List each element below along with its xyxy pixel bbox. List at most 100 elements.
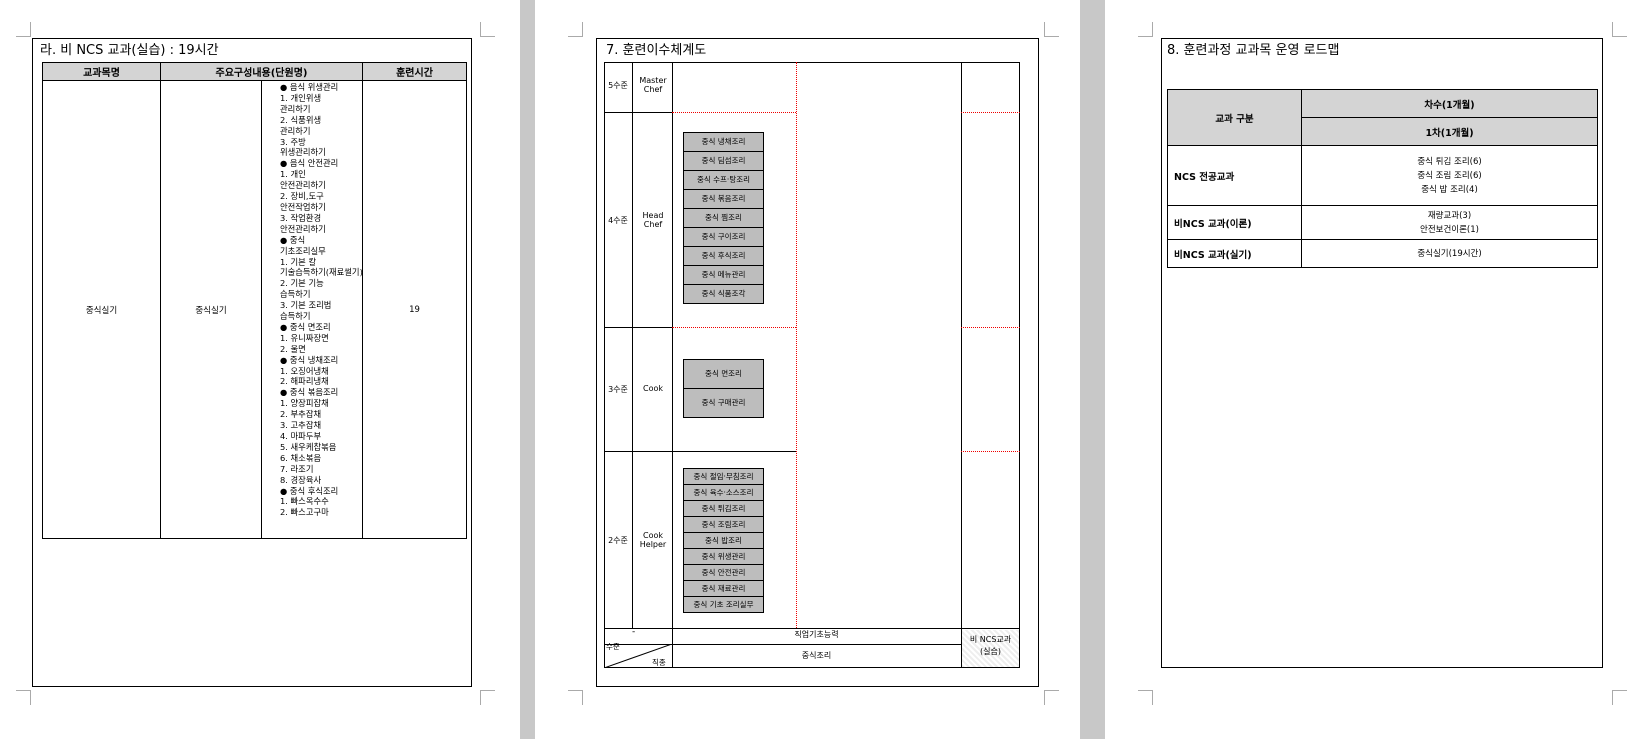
dotted-divider (672, 112, 796, 113)
crop-mark (1612, 690, 1627, 705)
module-box: 중식 볶음조리 (684, 190, 763, 209)
items-cell: 재량교과(3) 안전보건이론(1) (1301, 205, 1598, 240)
module-box: 중식 딤섬조리 (684, 152, 763, 171)
unit-line: 2. 울면 (280, 343, 306, 354)
document-page-2 (535, 0, 1080, 739)
crop-mark (1612, 22, 1627, 37)
level-5-job: Master Chef (639, 76, 667, 94)
footer-level-label: 수준 (606, 642, 620, 651)
footer-non-ncs-line1: 비 NCS교과 (969, 635, 1012, 644)
category-cell: NCS 전공교과 (1167, 145, 1302, 206)
header-hours: 훈련시간 (362, 62, 468, 81)
page-frame (32, 38, 472, 687)
grid-line (672, 644, 1020, 645)
module-box: 중식 절임·무침조리 (684, 469, 763, 485)
unit-line: 8. 경장육사 (280, 474, 322, 485)
unit-line: 5. 새우케찹볶음 (280, 441, 337, 452)
unit-line: 습득하기 (280, 311, 311, 322)
unit-line: 관리하기 (280, 125, 311, 136)
footer-non-ncs-line2: (실습) (980, 647, 1001, 656)
non-ncs-practice-table: 교과목명 주요구성내용(단원명) 훈련시간 중식실기 중식실기 ● 음식 위생관… (42, 62, 468, 539)
course-item: 중식실기(19시간) (1417, 248, 1482, 259)
course-item: 중식 튀김 조리(6) (1417, 156, 1482, 167)
unit-line: ● 중식 (280, 234, 306, 245)
unit-line: ● 음식 안전관리 (280, 158, 339, 169)
unit-line: 2. 해파리냉채 (280, 376, 329, 387)
unit-line: 1. 개인위생 (280, 92, 322, 103)
unit-line: 1. 오징어냉채 (280, 365, 329, 376)
module-box: 중식 위생관리 (684, 549, 763, 565)
unit-line: 3. 작업환경 (280, 212, 322, 223)
level-4-job: Head Chef (642, 211, 664, 229)
level-3-label: 3수준 (608, 385, 628, 394)
module-box: 중식 식품조각 (701, 289, 746, 298)
module-box: 중식 구매관리 (701, 398, 746, 407)
module-box: 중식 육수·소스조리 (684, 485, 763, 501)
module-box: 중식 안전관리 (684, 565, 763, 581)
crop-mark (1044, 22, 1059, 37)
course-item: 안전보건이론(1) (1420, 224, 1479, 235)
header-subject: 교과목명 (42, 62, 161, 81)
unit-line: 기술습득하기(재료썰기) (280, 267, 363, 278)
module-box: 중식 수프·탕조리 (684, 171, 763, 190)
course-item: 재량교과(3) (1427, 210, 1472, 221)
unit-line: 1. 기본 칼 (280, 256, 317, 267)
crop-mark (1138, 690, 1153, 705)
unit-line: 1. 빠스옥수수 (280, 496, 329, 507)
footer-diagonal (604, 644, 672, 668)
grid-line (604, 644, 672, 645)
dotted-divider (672, 327, 796, 328)
unit-line: 3. 고추잡채 (280, 420, 322, 431)
level-2-label: 2수준 (608, 536, 628, 545)
dotted-divider (961, 327, 1020, 328)
unit-line: 2. 식품위생 (280, 114, 322, 125)
crop-mark (16, 22, 31, 37)
unit-name-cell: 중식실기 (160, 80, 262, 539)
footer-job-label: 직종 (652, 658, 666, 667)
header-content: 주요구성내용(단원명) (159, 62, 364, 81)
grid-line (604, 327, 672, 328)
unit-line: 3. 주방 (280, 136, 306, 147)
module-box: 중식 튀김조리 (684, 501, 763, 517)
subject-cell: 중식실기 (42, 80, 161, 539)
module-box: 중식 찜조리 (684, 209, 763, 228)
crop-mark (16, 690, 31, 705)
unit-line: 2. 장비,도구 (280, 191, 324, 202)
unit-line: 1. 개인 (280, 169, 306, 180)
unit-line: ● 중식 후식조리 (280, 485, 339, 496)
crop-mark (480, 22, 495, 37)
grid-line (604, 112, 672, 113)
unit-line: ● 음식 위생관리 (280, 82, 339, 92)
dotted-divider (961, 451, 1020, 452)
header-category: 교과 구분 (1167, 89, 1302, 146)
table-row: 비NCS 교과(실기)중식실기(19시간) (1167, 239, 1598, 268)
header-first-round: 1차(1개월) (1301, 117, 1598, 146)
unit-line: 습득하기 (280, 289, 311, 300)
page-frame (596, 38, 1039, 687)
dotted-divider (961, 112, 1020, 113)
section-title: 8. 훈련과정 교과목 운영 로드맵 (1167, 43, 1340, 58)
items-cell: 중식 튀김 조리(6)중식 조림 조리(6)중식 밥 조리(4) (1301, 145, 1598, 206)
unit-line: 1. 유니짜장면 (280, 332, 329, 343)
unit-line: 안전관리하기 (280, 180, 326, 191)
module-box: 중식 후식조리 (684, 247, 763, 266)
grid-line (961, 62, 962, 668)
level-5-label: 5수준 (608, 81, 628, 90)
footer-dash: - (632, 627, 636, 637)
module-box: 중식 메뉴관리 (684, 266, 763, 285)
section-title: 7. 훈련이수체계도 (606, 43, 707, 58)
category-cell: 비NCS 교과(이론) (1167, 205, 1302, 240)
crop-mark (1044, 690, 1059, 705)
unit-line: 7. 라조기 (280, 463, 314, 474)
module-box: 중식 면조리 (684, 360, 763, 389)
unit-line: 기초조리실무 (280, 245, 326, 256)
unit-line: 안전작업하기 (280, 201, 326, 212)
table-row: 비NCS 교과(이론) 재량교과(3) 안전보건이론(1) (1167, 205, 1598, 240)
unit-line: 2. 빠스고구마 (280, 507, 329, 518)
unit-line: 6. 채소볶음 (280, 452, 322, 463)
